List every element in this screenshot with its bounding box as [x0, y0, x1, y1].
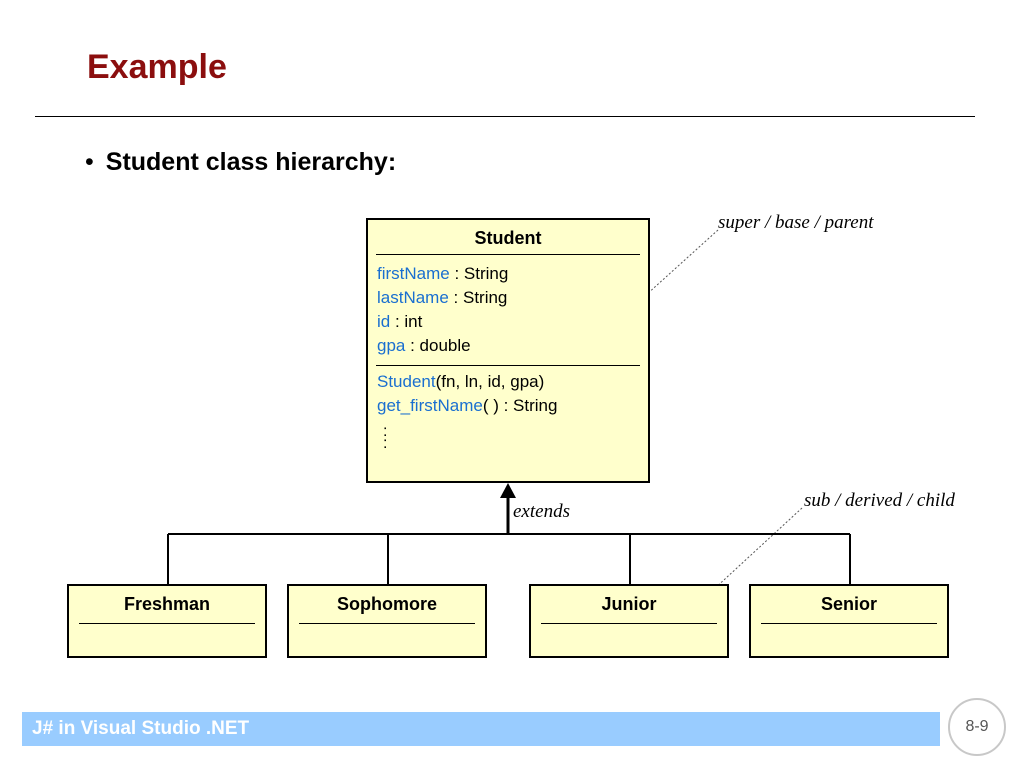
callout-super-label: super / base / parent [718, 212, 874, 233]
method-row: Student(fn, ln, id, gpa) [377, 370, 557, 394]
attribute-name: gpa [377, 336, 406, 355]
callout-super-line [614, 229, 719, 324]
footer-text: J# in Visual Studio .NET [32, 718, 250, 739]
attribute-name: lastName [377, 288, 449, 307]
callout-sub-line [699, 507, 803, 603]
attribute-type: : int [390, 312, 423, 331]
extends-label: extends [513, 501, 570, 522]
sophomore-class-box: Sophomore [287, 584, 487, 658]
bullet-dot: • [85, 148, 94, 176]
sophomore-class-name: Sophomore [336, 594, 437, 614]
senior-class-name: Senior [820, 594, 877, 614]
class-name-divider [541, 623, 717, 624]
method-ellipsis: : : [383, 423, 388, 452]
attribute-name: firstName [377, 264, 450, 283]
junior-class-name: Junior [601, 594, 657, 614]
callout-sub-label: sub / derived / child [804, 490, 955, 511]
attribute-row: id : int [377, 310, 508, 334]
attribute-type: : String [449, 264, 509, 283]
senior-class-box: Senior [749, 584, 949, 658]
attribute-type: : String [448, 288, 508, 307]
method-row: get_firstName( ) : String [377, 394, 557, 418]
slide-title: Example [87, 48, 227, 86]
attribute-row: firstName : String [377, 262, 508, 286]
attribute-row: gpa : double [377, 334, 508, 358]
title-divider [35, 116, 975, 117]
attribute-divider [376, 365, 640, 366]
method-signature: (fn, ln, id, gpa) [435, 372, 545, 391]
method-name: get_firstName [377, 396, 483, 415]
freshman-class-box: Freshman [67, 584, 267, 658]
attribute-name: id [377, 312, 391, 331]
student-class-box: Student firstName : String lastName : St… [366, 218, 650, 483]
class-name-divider [761, 623, 937, 624]
freshman-class-name: Freshman [123, 594, 211, 614]
class-name-divider [299, 623, 475, 624]
attribute-list: firstName : String lastName : String id … [377, 262, 508, 358]
class-name-divider [79, 623, 255, 624]
junior-class-box: Junior [529, 584, 729, 658]
method-signature: ( ) : String [482, 396, 558, 415]
method-list: Student(fn, ln, id, gpa) get_firstName( … [377, 370, 557, 418]
inheritance-arrowhead [500, 483, 516, 498]
bullet-item: • Student class hierarchy: [85, 148, 396, 177]
bullet-text: Student class hierarchy: [105, 148, 397, 176]
attribute-row: lastName : String [377, 286, 508, 310]
footer-bar [22, 712, 940, 746]
name-divider [376, 254, 640, 255]
student-class-name: Student [474, 228, 542, 248]
page-number: 8-9 [965, 718, 989, 735]
page-number-badge: 8-9 [948, 698, 1006, 756]
method-name: Student [377, 372, 436, 391]
attribute-type: : double [405, 336, 471, 355]
